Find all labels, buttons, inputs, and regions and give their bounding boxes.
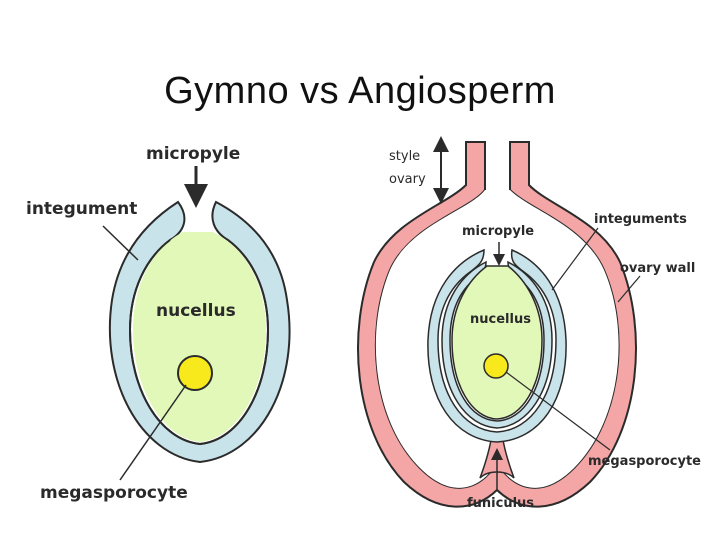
gymno-nucellus-shape: [133, 232, 266, 442]
angio-label-megasporocyte: megasporocyte: [588, 454, 701, 469]
gymno-label-integument: integument: [26, 199, 137, 219]
angio-label-integuments: integuments: [594, 212, 687, 227]
angio-nucellus-shape: [451, 265, 543, 420]
page-title: Gymno vs Angiosperm: [164, 70, 556, 112]
gymno-label-megasporocyte: megasporocyte: [40, 483, 188, 503]
gymno-label-nucellus: nucellus: [156, 301, 236, 321]
angio-label-micropyle: micropyle: [462, 224, 534, 239]
gymno-megasporocyte-cell: [177, 355, 213, 391]
angio-label-nucellus: nucellus: [470, 312, 531, 327]
angio-megasporocyte-cell: [483, 353, 509, 379]
angiosperm-ovule: [357, 136, 641, 508]
angio-label-style: style: [389, 149, 420, 164]
gymno-label-micropyle: micropyle: [146, 144, 240, 164]
angio-label-ovary-wall: ovary wall: [620, 261, 695, 276]
gymnosperm-ovule: [102, 166, 291, 481]
angio-label-ovary: ovary: [389, 172, 426, 187]
angio-label-funiculus: funiculus: [467, 496, 534, 511]
